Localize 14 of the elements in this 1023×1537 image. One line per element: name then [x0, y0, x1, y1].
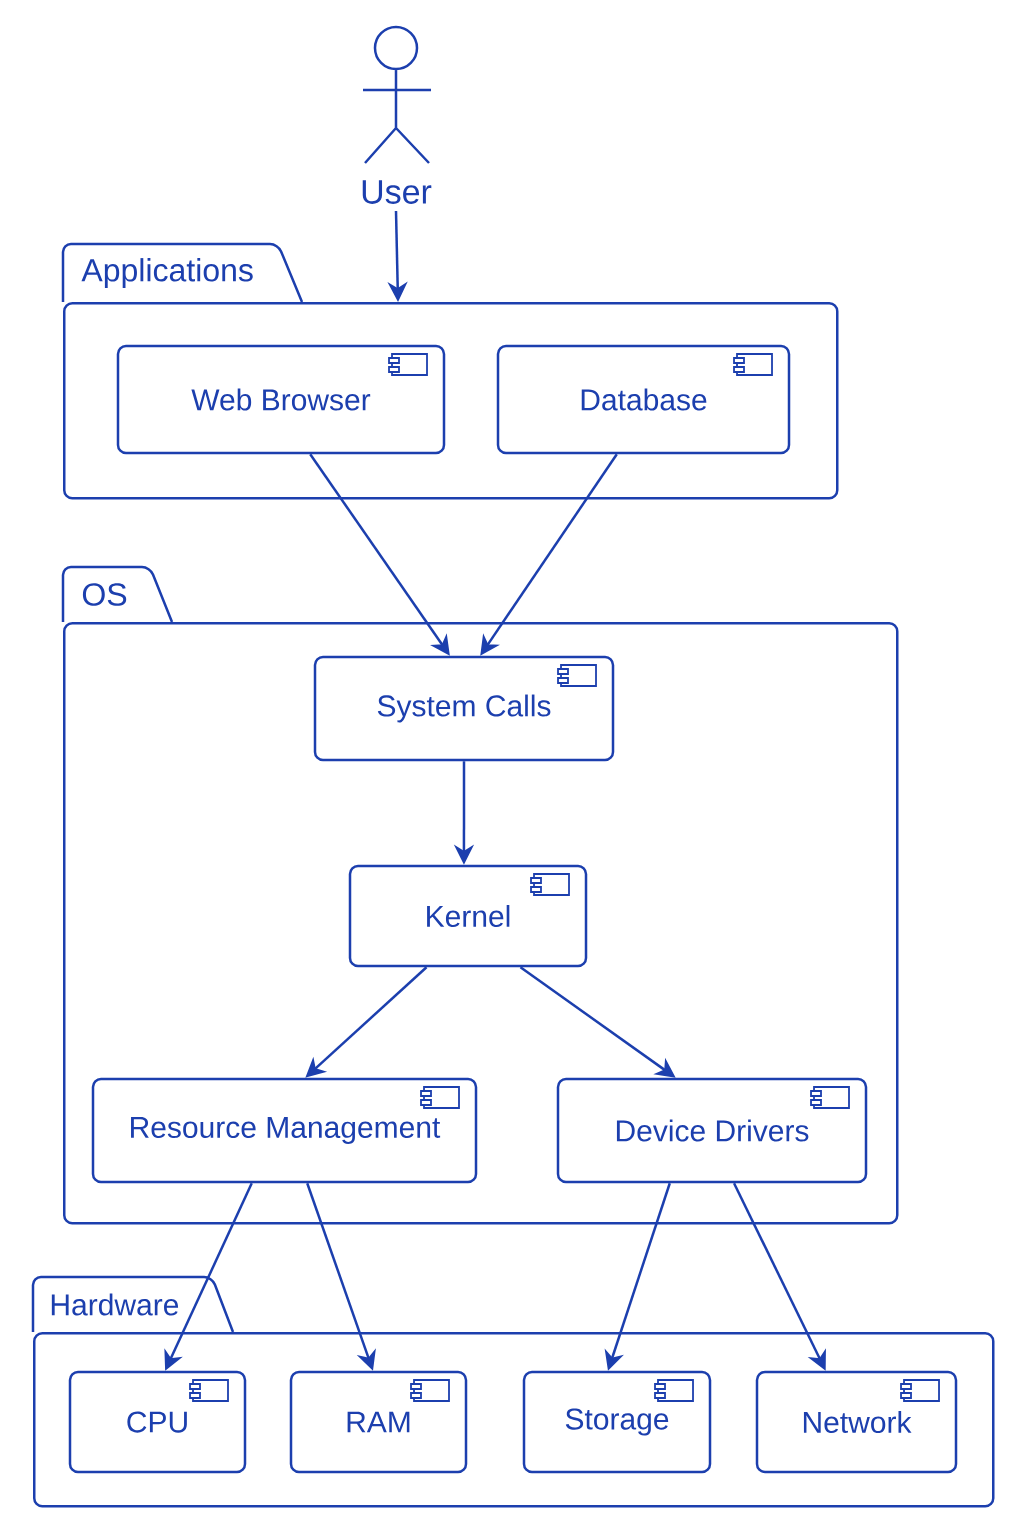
- component-box: Network: [755, 1370, 958, 1474]
- node-label: Applications: [81, 258, 253, 288]
- node-label: OS: [82, 583, 127, 606]
- actor-label: User: [362, 180, 432, 204]
- component-box: Device Drivers: [556, 1077, 868, 1184]
- component-box: RAM: [289, 1370, 468, 1474]
- component-box: System Calls: [313, 655, 615, 762]
- component-box: Resource Management: [91, 1077, 478, 1184]
- node-label: Hardware: [51, 1293, 179, 1316]
- component-box: Storage: [522, 1370, 712, 1474]
- component-box: Web Browser: [116, 344, 446, 455]
- component-box: Database: [496, 344, 791, 455]
- component-box: Kernel: [348, 864, 588, 968]
- component-box: CPU: [68, 1370, 247, 1474]
